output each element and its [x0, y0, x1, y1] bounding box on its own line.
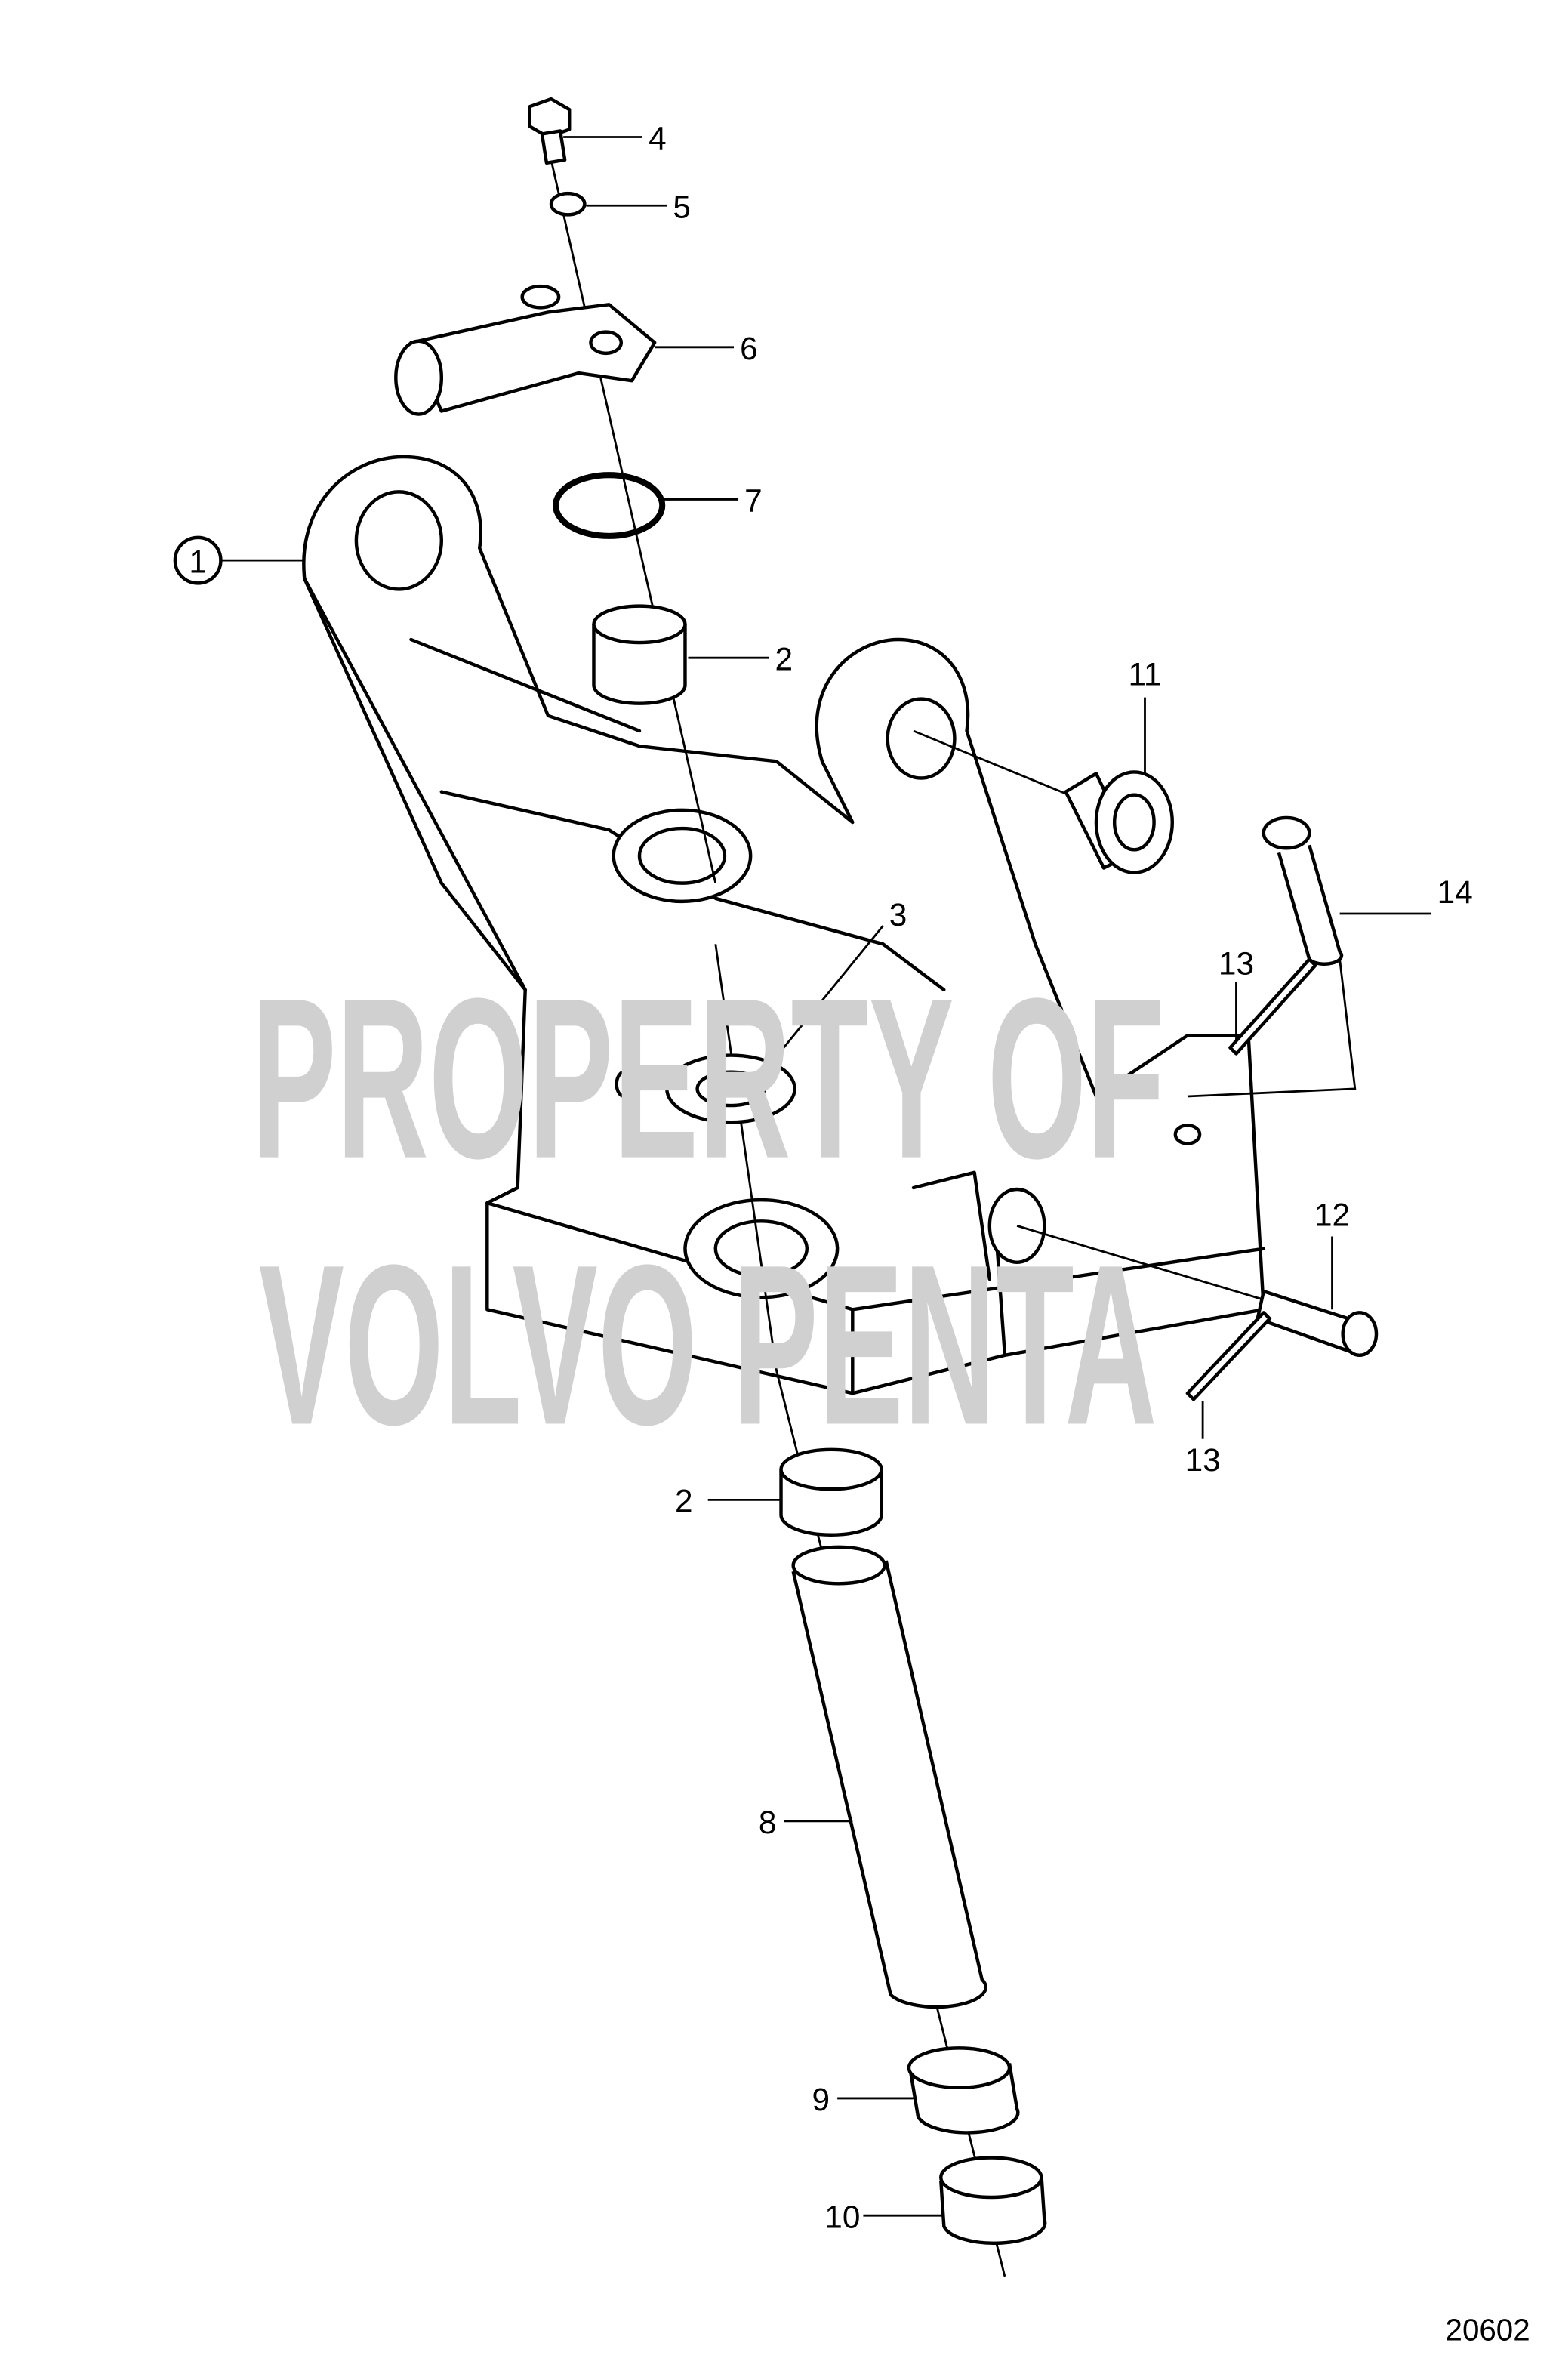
callout-leaders	[173, 136, 1431, 2217]
callout-12: 12	[1314, 1197, 1350, 1232]
figure-number: 20602	[1446, 2313, 1530, 2348]
washer-part-5	[549, 191, 587, 217]
callout-5: 5	[673, 189, 691, 224]
bracket-part-1	[302, 455, 1265, 1395]
bushing-part-2-lower	[779, 1447, 883, 1537]
callout-9: 9	[812, 2082, 830, 2117]
bolt-part-4	[528, 97, 572, 165]
callout-8: 8	[759, 1805, 777, 1840]
pin-part-12	[987, 1187, 1379, 1358]
cotter-pin-part-13-lower	[1185, 1311, 1272, 1401]
callout-labels: 1 4 5 6 7 2 3 11 14 13 12 13 2 8 9 10	[189, 121, 1472, 2235]
callout-13-upper: 13	[1219, 946, 1254, 982]
callout-13-lower: 13	[1185, 1442, 1221, 1478]
elbow-part-6	[394, 284, 657, 416]
tube-part-8	[791, 1545, 987, 2009]
callout-10: 10	[824, 2199, 860, 2234]
pin-part-14	[1187, 815, 1357, 1098]
cotter-pin-part-13-upper	[1228, 957, 1317, 1056]
bushing-part-10	[939, 2156, 1047, 2246]
bushing-part-11	[913, 729, 1175, 874]
callout-6: 6	[740, 331, 758, 366]
callout-2-upper: 2	[775, 641, 793, 677]
callout-7: 7	[744, 483, 763, 519]
seal-part-9	[907, 2046, 1020, 2135]
callout-4: 4	[649, 121, 667, 156]
callout-1: 1	[189, 544, 207, 579]
washer-part-3	[665, 1053, 796, 1124]
o-ring-part-7	[553, 472, 666, 539]
callout-3: 3	[889, 897, 907, 933]
watermark-line-1: PROPERTY OF	[251, 951, 1165, 1207]
callout-11: 11	[1129, 656, 1162, 692]
bushing-part-2-upper	[592, 604, 687, 705]
watermark: PROPERTY OF VOLVO PENTA	[251, 951, 1165, 1473]
watermark-line-2: VOLVO PENTA	[259, 1218, 1157, 1473]
callout-14: 14	[1437, 874, 1473, 910]
callout-2-lower: 2	[675, 1484, 693, 1519]
